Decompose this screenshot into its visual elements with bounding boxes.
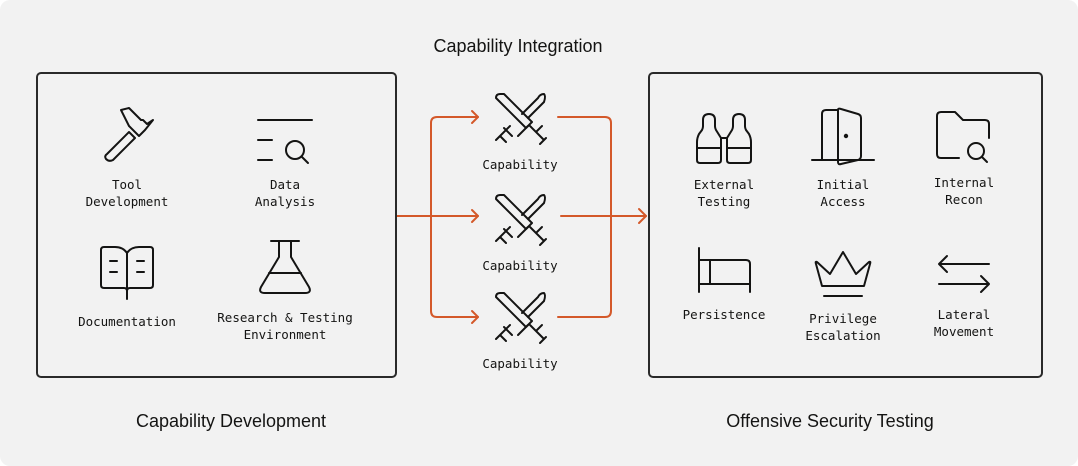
hammer-icon	[104, 107, 154, 162]
flask-icon	[259, 240, 311, 294]
development-panel	[36, 72, 397, 378]
capability-1: Capability	[435, 92, 605, 173]
item-label: External Testing	[693, 177, 755, 209]
open-door-icon	[811, 107, 875, 166]
item-label: Initial Access	[816, 177, 870, 209]
testing-panel	[648, 72, 1043, 378]
arrowhead-testing-in	[638, 208, 647, 224]
item-external-testing: External Testing	[639, 108, 809, 210]
crown-icon	[814, 251, 872, 297]
item-data-analysis: Data Analysis	[200, 106, 370, 210]
bed-icon	[698, 247, 751, 293]
crossed-swords-icon	[495, 93, 547, 145]
development-title: Capability Development	[135, 411, 327, 431]
item-tool-development: Tool Development	[42, 106, 212, 210]
capability-label: Capability	[482, 157, 558, 172]
item-research-testing-environment: Research & Testing Environment	[200, 237, 370, 343]
item-internal-recon: Internal Recon	[879, 108, 1049, 208]
capability-label: Capability	[482, 258, 558, 273]
folder-search-icon	[936, 111, 990, 163]
crossed-swords-icon	[495, 292, 547, 344]
binoculars-icon	[696, 113, 752, 164]
item-lateral-movement: Lateral Movement	[879, 244, 1049, 340]
list-search-icon	[257, 119, 313, 164]
item-label: Tool Development	[85, 177, 169, 209]
testing-title: Offensive Security Testing	[726, 411, 934, 431]
item-persistence: Persistence	[639, 244, 809, 323]
integration-title: Capability Integration	[433, 36, 603, 56]
item-label: Documentation	[78, 314, 176, 329]
capability-2: Capability	[435, 193, 605, 274]
item-label: Persistence	[682, 307, 766, 322]
item-label: Internal Recon	[933, 175, 995, 207]
capability-3: Capability	[435, 291, 605, 372]
capability-label: Capability	[482, 356, 558, 371]
item-documentation: Documentation	[42, 239, 212, 330]
item-initial-access: Initial Access	[758, 106, 928, 210]
item-label: Lateral Movement	[933, 307, 995, 339]
arrows-left-right-icon	[938, 255, 990, 293]
item-label: Privilege Escalation	[805, 311, 881, 343]
crossed-swords-icon	[495, 194, 547, 246]
item-privilege-escalation: Privilege Escalation	[758, 244, 928, 344]
item-label: Data Analysis	[254, 177, 316, 209]
open-book-icon	[100, 246, 154, 300]
item-label: Research & Testing Environment	[217, 310, 353, 342]
